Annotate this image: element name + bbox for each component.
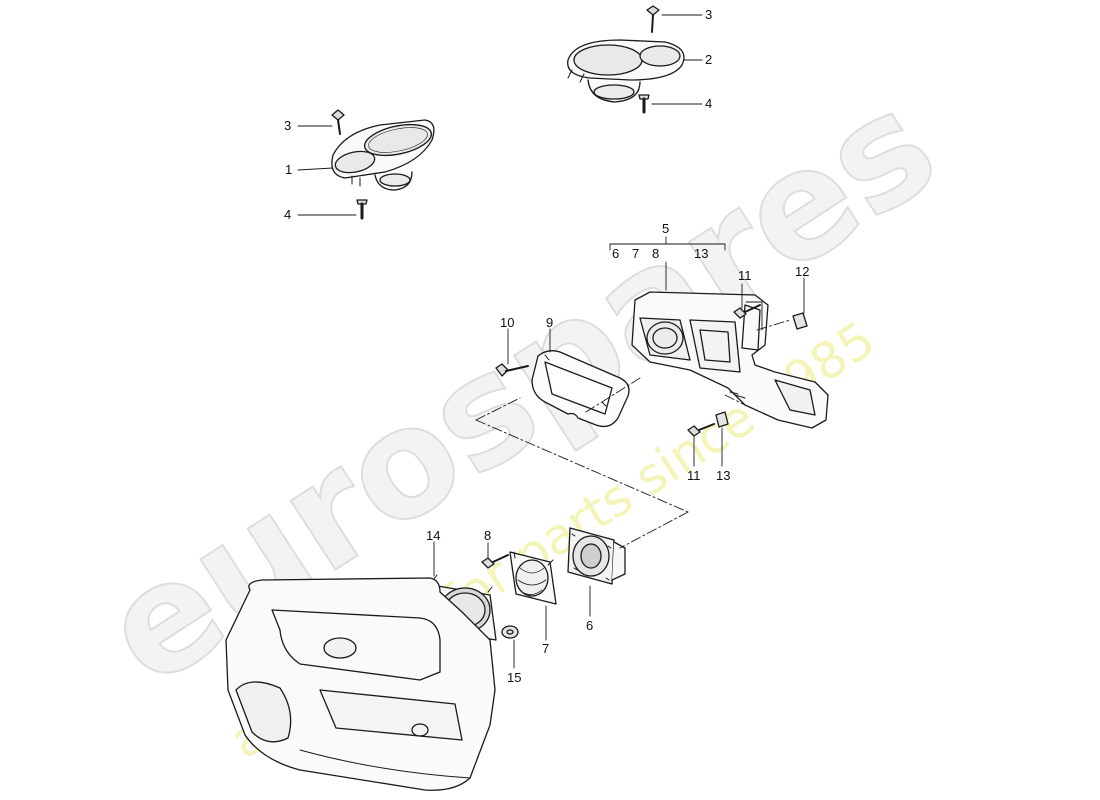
- door-speaker-cover: [431, 574, 497, 641]
- callout-1: 1: [285, 162, 293, 177]
- callout-15: 15: [507, 670, 522, 685]
- callout-11-lower: 11: [687, 468, 701, 483]
- callout-3-right: 3: [705, 7, 713, 22]
- callout-7: 7: [542, 641, 550, 656]
- speaker-grille: [509, 551, 557, 605]
- screw-part-8: [481, 554, 509, 569]
- callout-9: 9: [546, 315, 554, 330]
- leader-lines: [297, 14, 805, 669]
- nut-part-13: [715, 411, 729, 428]
- bracket-5-item-8: 8: [652, 246, 660, 261]
- door-trim-panel: [225, 577, 496, 791]
- callout-10: 10: [500, 315, 515, 330]
- screw-part-4-right: [638, 94, 650, 114]
- callout-14: 14: [426, 528, 441, 543]
- clip-part-12: [792, 312, 808, 330]
- speaker-housing: [631, 291, 829, 429]
- bracket-5-item-6: 6: [612, 246, 620, 261]
- speaker: [567, 527, 626, 585]
- bracket-5-item-13: 13: [694, 246, 709, 261]
- callout-13: 13: [716, 468, 731, 483]
- speaker-cover-left: [331, 119, 435, 191]
- speaker-cover-right: [567, 39, 685, 103]
- screw-part-11-upper: [733, 304, 761, 319]
- callout-5: 5: [662, 221, 670, 236]
- bracket-5-item-7: 7: [632, 246, 640, 261]
- washer-part-15: [501, 625, 519, 639]
- gasket: [531, 350, 630, 428]
- screw-part-4-left: [356, 199, 368, 220]
- callout-4-left: 4: [284, 207, 292, 222]
- callout-6: 6: [586, 618, 594, 633]
- screw-part-3-left: [331, 109, 345, 135]
- screw-part-11-lower: [687, 423, 715, 437]
- watermark: eurospares a passion for parts since 198…: [74, 57, 966, 770]
- callout-3-left: 3: [284, 118, 292, 133]
- screw-part-10: [495, 363, 529, 377]
- callout-2: 2: [705, 52, 713, 67]
- callout-11-upper: 11: [738, 268, 752, 283]
- callout-8: 8: [484, 528, 492, 543]
- callout-12: 12: [795, 264, 810, 279]
- screw-part-3-right: [646, 5, 660, 33]
- callout-4-right: 4: [705, 96, 713, 111]
